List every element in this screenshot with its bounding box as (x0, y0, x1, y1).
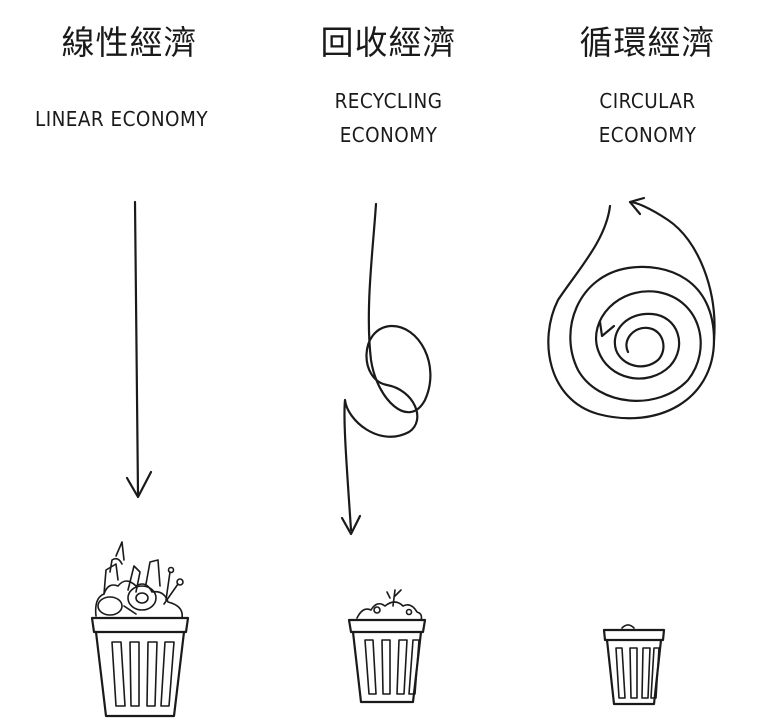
circular-title-en: CIRCULAR ECONOMY (528, 84, 766, 152)
circular-outer-loop-line (628, 200, 716, 342)
recycling-loop-arrow-line (343, 202, 432, 532)
circular-economy-column: 循環經濟 CIRCULAR ECONOMY (518, 0, 777, 725)
recycling-title-zh: 回收經濟 (320, 23, 457, 62)
circular-drawing (547, 196, 716, 706)
recycling-title-en-line2: ECONOMY (339, 123, 438, 147)
recycling-economy-column: 回收經濟 RECYCLING ECONOMY (259, 0, 518, 725)
recycling-drawing (340, 202, 432, 704)
circular-spiral-line (547, 204, 716, 420)
circular-title-zh: 循環經濟 (579, 23, 716, 62)
linear-economy-column: 線性經濟 LINEAR ECONOMY (0, 0, 259, 725)
linear-arrow-line (133, 200, 140, 496)
circular-title-en-line1: CIRCULAR (599, 89, 696, 113)
recycling-title-en-line1: RECYCLING (334, 89, 443, 113)
linear-drawing (90, 200, 190, 718)
linear-title-en-line1: LINEAR ECONOMY (34, 107, 209, 131)
linear-title-zh: 線性經濟 (61, 23, 198, 62)
recycling-arrowhead-icon (340, 514, 362, 536)
circular-title-en-line2: ECONOMY (598, 123, 697, 147)
linear-arrowhead-icon (125, 470, 153, 499)
full-trash-bin-icon (90, 541, 190, 718)
recycling-title-en: RECYCLING ECONOMY (269, 84, 507, 152)
circular-arrowhead-inner-icon (598, 320, 616, 338)
empty-trash-bin-icon (602, 624, 666, 706)
circular-arrowhead-top-icon (628, 196, 646, 216)
half-full-trash-bin-icon (347, 589, 427, 704)
linear-title-en: LINEAR ECONOMY (2, 102, 240, 136)
